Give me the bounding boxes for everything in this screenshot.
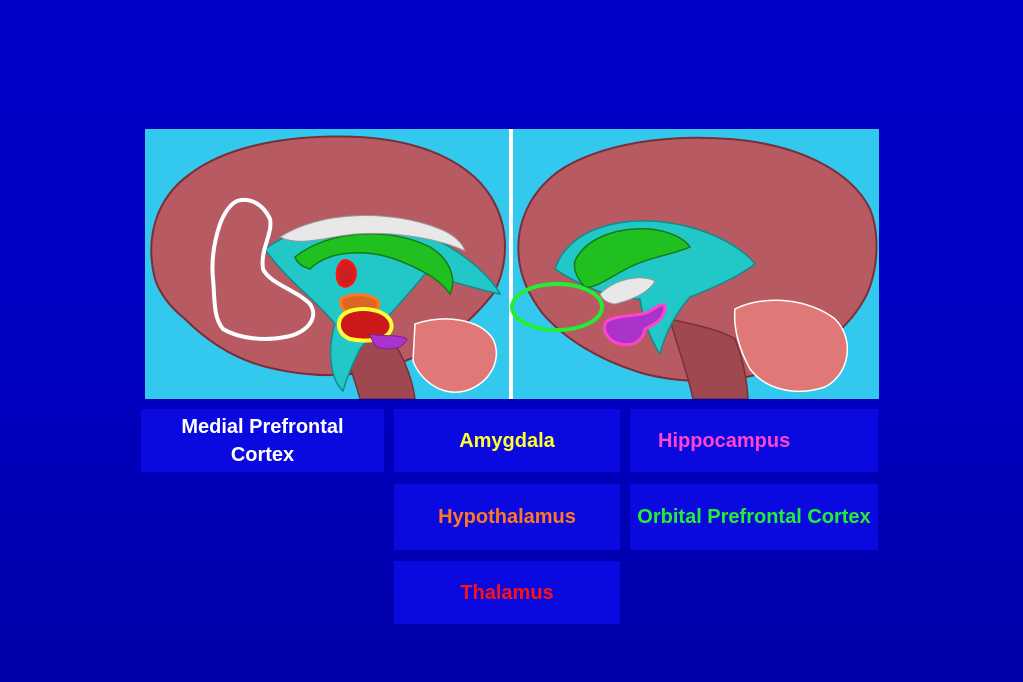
right-fornix bbox=[599, 277, 656, 305]
hippocampus-text: Hippocampus bbox=[658, 429, 791, 452]
hippocampus-label: Hippocampus bbox=[630, 409, 878, 472]
thalamus-label: Thalamus bbox=[394, 561, 620, 624]
left-hippocampus bbox=[369, 333, 408, 350]
left-corpus-callosum bbox=[294, 233, 454, 296]
left-cerebellum bbox=[412, 318, 498, 393]
thalamus-outline bbox=[335, 259, 357, 288]
medial-prefrontal-cortex-text: Medial Prefrontal Cortex bbox=[181, 415, 344, 466]
hippocampus-outline bbox=[603, 303, 667, 347]
medial-prefrontal-cortex-outline bbox=[210, 198, 316, 341]
left-fornix bbox=[278, 215, 466, 252]
orbital-prefrontal-cortex-outline bbox=[510, 282, 604, 332]
orbital-prefrontal-cortex-text: Orbital Prefrontal Cortex bbox=[637, 506, 871, 528]
hypothalamus-text: Hypothalamus bbox=[438, 506, 576, 528]
orbital-prefrontal-cortex-label: Orbital Prefrontal Cortex bbox=[630, 484, 878, 550]
right-brainstem bbox=[668, 317, 749, 399]
amygdala-outline bbox=[336, 307, 394, 343]
right-brain-panel bbox=[510, 136, 878, 399]
medial-prefrontal-cortex-label: Medial Prefrontal Cortex bbox=[141, 409, 384, 472]
panel-divider bbox=[509, 129, 513, 399]
hypothalamus-label: Hypothalamus bbox=[394, 484, 620, 550]
left-brain-panel bbox=[150, 135, 506, 399]
amygdala-text: Amygdala bbox=[459, 429, 555, 452]
amygdala-label: Amygdala bbox=[394, 409, 620, 472]
thalamus-text: Thalamus bbox=[460, 581, 554, 604]
right-cerebellum bbox=[733, 299, 849, 393]
brain-figure bbox=[145, 129, 879, 399]
right-corpus-callosum bbox=[573, 228, 692, 288]
